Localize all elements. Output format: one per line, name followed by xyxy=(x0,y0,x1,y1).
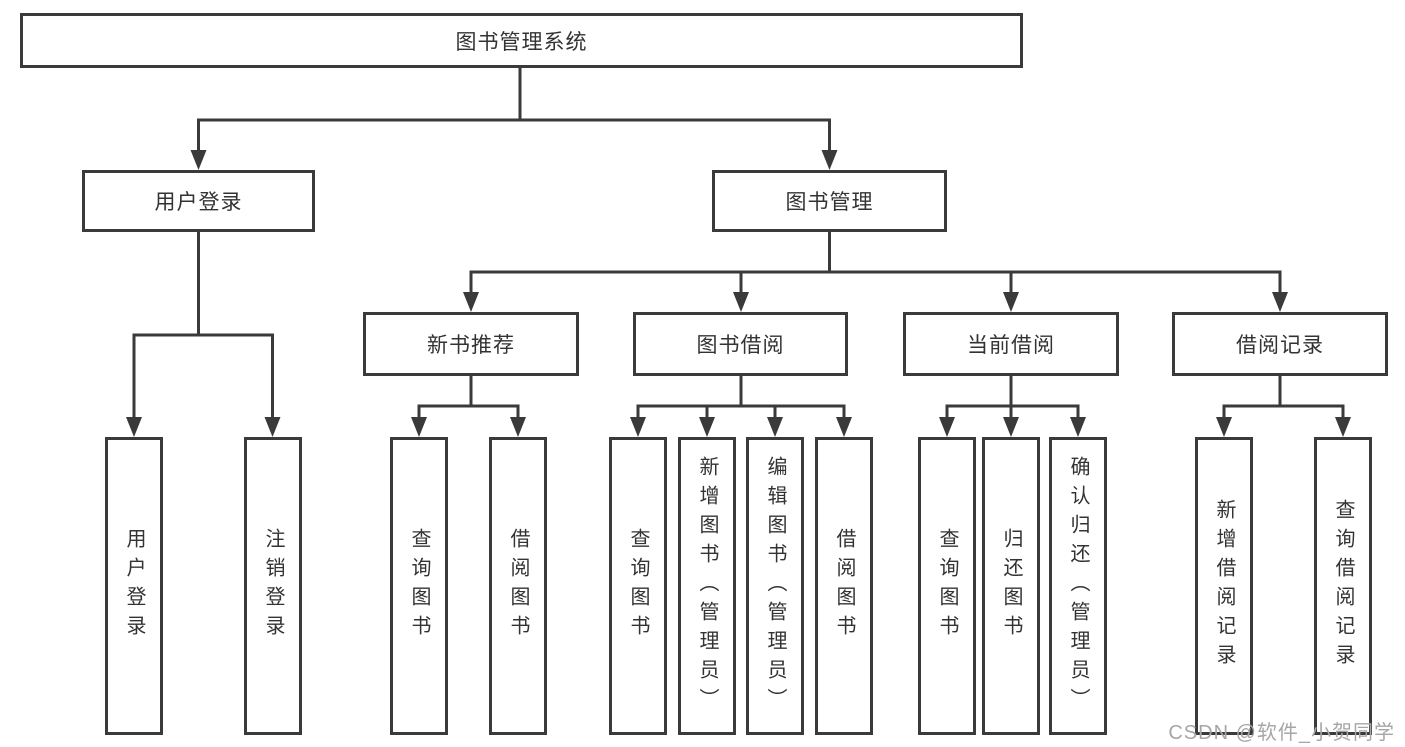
node-new-book-recommend: 新书推荐 xyxy=(363,312,579,376)
connector-user-login-to-leaves xyxy=(126,231,281,437)
node-label: 查询图书 xyxy=(936,528,958,644)
node-label: 用户登录 xyxy=(154,191,243,214)
node-user-login: 用户登录 xyxy=(82,170,315,232)
node-label: 新增图书（管理员） xyxy=(696,455,718,717)
node-label: 新增借阅记录 xyxy=(1213,499,1235,673)
node-borrow-records: 借阅记录 xyxy=(1172,312,1388,376)
node-label: 用户登录 xyxy=(123,528,145,644)
leaf-add-books-admin: 新增图书（管理员） xyxy=(678,437,736,735)
node-book-borrow: 图书借阅 xyxy=(633,312,848,376)
node-book-management: 图书管理 xyxy=(712,170,947,232)
node-label: 图书管理系统 xyxy=(455,30,588,54)
leaf-logout: 注销登录 xyxy=(244,437,302,735)
leaf-query-books-recommend: 查询图书 xyxy=(390,437,448,735)
node-label: 注销登录 xyxy=(262,528,284,644)
leaf-confirm-return-admin: 确认归还（管理员） xyxy=(1049,437,1107,735)
node-label: 当前借阅 xyxy=(967,334,1055,357)
leaf-return-books: 归还图书 xyxy=(982,437,1040,735)
connector-new-book-recommend-to-leaves xyxy=(411,375,526,437)
leaf-add-borrow-record: 新增借阅记录 xyxy=(1195,437,1253,735)
leaf-user-login: 用户登录 xyxy=(105,437,163,735)
connector-borrow-records-to-leaves xyxy=(1216,375,1351,437)
node-root-system: 图书管理系统 xyxy=(20,13,1023,68)
node-label: 借阅图书 xyxy=(833,528,855,644)
node-label: 新书推荐 xyxy=(427,334,515,357)
leaf-query-borrow-record: 查询借阅记录 xyxy=(1314,437,1372,735)
node-label: 借阅记录 xyxy=(1236,334,1324,357)
connector-root-to-level2 xyxy=(190,67,838,170)
node-label: 确认归还（管理员） xyxy=(1067,455,1089,717)
node-label: 图书管理 xyxy=(785,191,874,214)
connector-book-borrow-to-leaves xyxy=(630,375,852,437)
node-label: 借阅图书 xyxy=(507,528,529,644)
node-label: 编辑图书（管理员） xyxy=(764,455,786,717)
node-label: 归还图书 xyxy=(1000,528,1022,644)
connector-current-borrow-to-leaves xyxy=(939,375,1086,437)
leaf-query-books-current: 查询图书 xyxy=(918,437,976,735)
node-label: 查询图书 xyxy=(408,528,430,644)
leaf-borrow-books: 借阅图书 xyxy=(815,437,873,735)
leaf-edit-books-admin: 编辑图书（管理员） xyxy=(746,437,804,735)
node-label: 图书借阅 xyxy=(696,334,785,357)
leaf-borrow-books-recommend: 借阅图书 xyxy=(489,437,547,735)
node-current-borrow: 当前借阅 xyxy=(903,312,1119,376)
connector-book-management-to-level3 xyxy=(463,231,1288,312)
node-label: 查询借阅记录 xyxy=(1332,499,1354,673)
node-label: 查询图书 xyxy=(627,528,649,644)
leaf-query-books-borrow: 查询图书 xyxy=(609,437,667,735)
